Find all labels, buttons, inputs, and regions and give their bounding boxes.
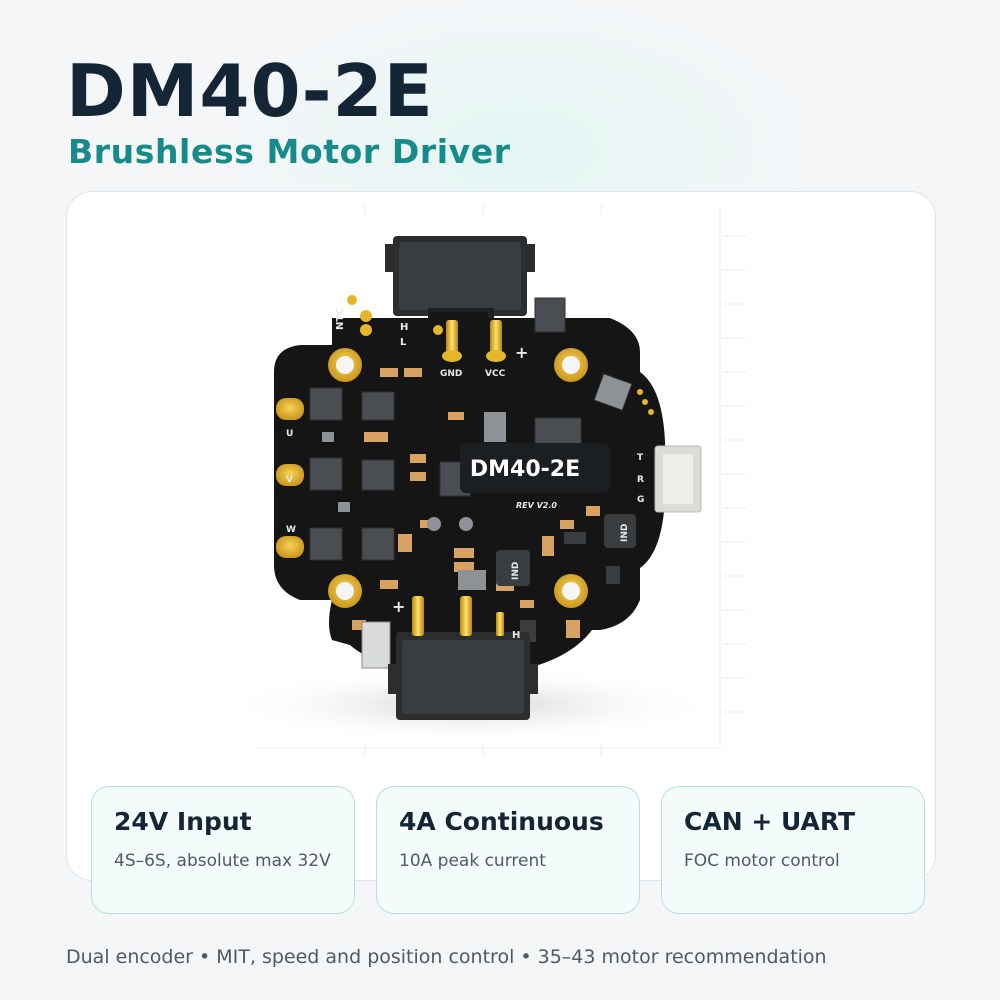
feature-card-current: 4A Continuous 10A peak current — [376, 786, 640, 914]
mounting-holes — [328, 348, 588, 608]
feature-footer: Dual encoder • MIT, speed and position c… — [66, 946, 827, 968]
silk-gnd: GND — [440, 369, 462, 379]
silk-revision: REV V2.0 — [516, 501, 557, 510]
background-grid — [255, 205, 746, 756]
silk-plus-bottom: + — [392, 597, 405, 616]
silk-r: R — [637, 475, 644, 485]
bottom-pins — [412, 596, 504, 636]
silk-t: T — [637, 453, 644, 463]
power-stage-chips — [309, 297, 633, 561]
bottom-connector — [388, 632, 538, 720]
top-pins — [442, 320, 506, 362]
passive-components — [322, 295, 654, 642]
silk-u: U — [286, 429, 293, 439]
silk-l: L — [400, 337, 407, 348]
inductors — [361, 514, 636, 669]
phase-pads — [276, 398, 304, 558]
silk-ind-1: IND — [620, 524, 630, 542]
silk-v: V — [286, 475, 293, 485]
board-label: DM40-2E — [470, 457, 580, 482]
side-connector — [654, 445, 702, 513]
product-title: DM40-2E — [66, 49, 434, 133]
board-label-background — [460, 443, 610, 493]
feature-card-input: 24V Input 4S–6S, absolute max 32V — [91, 786, 355, 914]
silk-plus-top: + — [515, 343, 528, 362]
feature-subtitle: FOC motor control — [684, 851, 840, 871]
silk-h-bottom: H — [512, 630, 520, 641]
silk-ntc: NTC — [335, 307, 346, 330]
feature-card-communication: CAN + UART FOC motor control — [661, 786, 925, 914]
feature-subtitle: 4S–6S, absolute max 32V — [114, 851, 331, 871]
feature-title: CAN + UART — [684, 807, 856, 836]
silk-vcc: VCC — [485, 369, 506, 379]
feature-title: 24V Input — [114, 807, 252, 836]
silk-ind-2: IND — [511, 562, 521, 580]
product-subtitle: Brushless Motor Driver — [68, 132, 511, 171]
feature-title: 4A Continuous — [399, 807, 604, 836]
top-connector — [385, 236, 535, 320]
feature-subtitle: 10A peak current — [399, 851, 546, 871]
silk-w: W — [286, 525, 296, 535]
silk-h: H — [400, 322, 408, 333]
silk-g: G — [637, 495, 644, 505]
